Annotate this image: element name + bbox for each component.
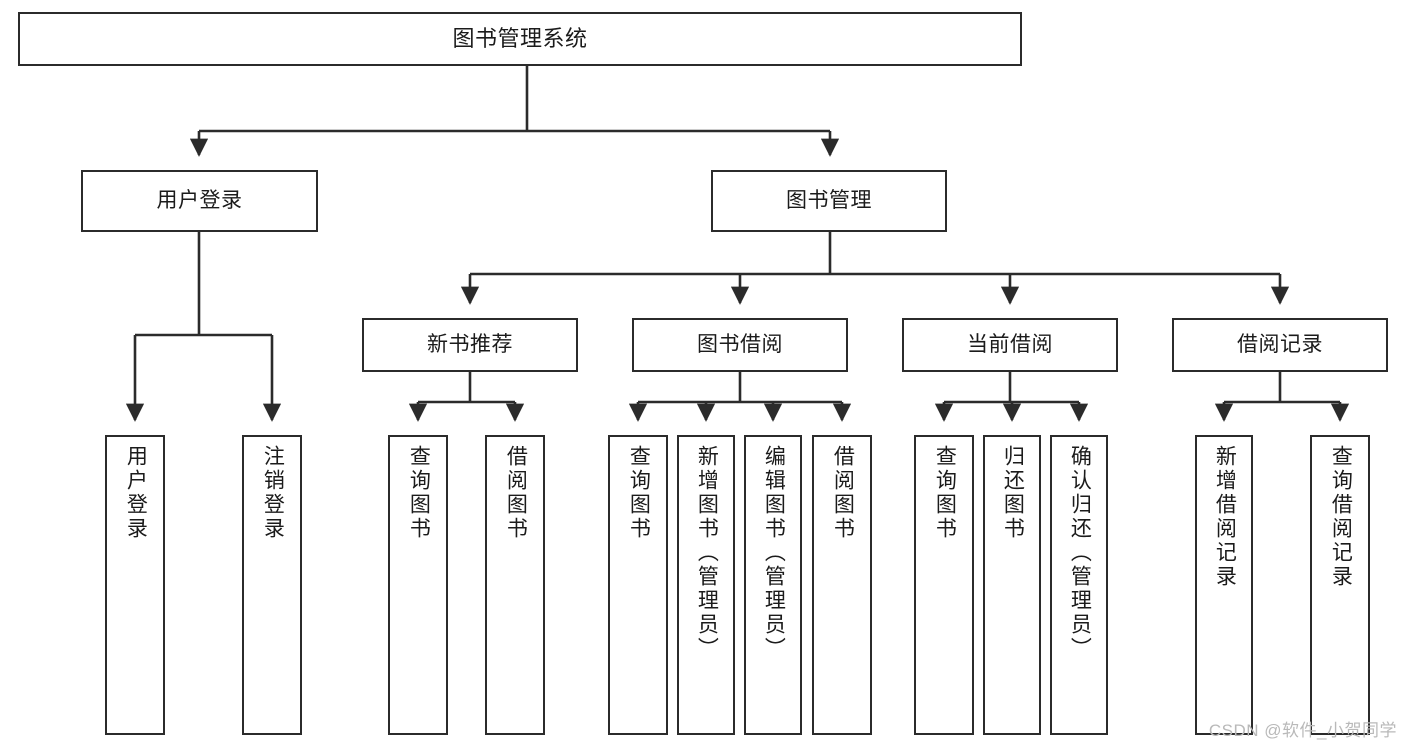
node-leaf-query-book-3[interactable]: 查询图书 bbox=[914, 435, 974, 735]
node-current-borrow[interactable]: 当前借阅 bbox=[902, 318, 1118, 372]
node-root[interactable]: 图书管理系统 bbox=[18, 12, 1022, 66]
node-leaf-borrow-book-2[interactable]: 借阅图书 bbox=[812, 435, 872, 735]
node-leaf-add-borrow-record[interactable]: 新增借阅记录 bbox=[1195, 435, 1253, 735]
node-leaf-add-book[interactable]: 新增图书（管理员） bbox=[677, 435, 735, 735]
node-borrow-record-label: 借阅记录 bbox=[1237, 332, 1323, 356]
node-leaf-borrow-book-1[interactable]: 借阅图书 bbox=[485, 435, 545, 735]
node-borrow-record[interactable]: 借阅记录 bbox=[1172, 318, 1388, 372]
node-leaf-borrow-book-2-label: 借阅图书 bbox=[831, 445, 855, 541]
node-leaf-confirm-return[interactable]: 确认归还（管理员） bbox=[1050, 435, 1108, 735]
node-leaf-query-book-3-label: 查询图书 bbox=[933, 445, 957, 541]
node-leaf-add-borrow-record-label: 新增借阅记录 bbox=[1213, 445, 1237, 589]
node-book-borrow[interactable]: 图书借阅 bbox=[632, 318, 848, 372]
node-leaf-return-book[interactable]: 归还图书 bbox=[983, 435, 1041, 735]
node-user-login[interactable]: 用户登录 bbox=[81, 170, 318, 232]
node-leaf-query-book-1[interactable]: 查询图书 bbox=[388, 435, 448, 735]
node-leaf-query-book-1-label: 查询图书 bbox=[407, 445, 431, 541]
node-leaf-user-logout-label: 注销登录 bbox=[261, 445, 285, 541]
node-leaf-user-logout[interactable]: 注销登录 bbox=[242, 435, 302, 735]
node-leaf-query-book-2-label: 查询图书 bbox=[627, 445, 651, 541]
node-leaf-user-login[interactable]: 用户登录 bbox=[105, 435, 165, 735]
node-root-label: 图书管理系统 bbox=[452, 26, 588, 52]
node-new-book-recommend-label: 新书推荐 bbox=[427, 332, 513, 356]
node-leaf-query-borrow-record[interactable]: 查询借阅记录 bbox=[1310, 435, 1370, 735]
node-book-management-label: 图书管理 bbox=[786, 188, 872, 212]
node-book-borrow-label: 图书借阅 bbox=[697, 332, 783, 356]
node-current-borrow-label: 当前借阅 bbox=[967, 332, 1053, 356]
node-leaf-return-book-label: 归还图书 bbox=[1001, 445, 1025, 541]
node-new-book-recommend[interactable]: 新书推荐 bbox=[362, 318, 578, 372]
node-leaf-confirm-return-label: 确认归还（管理员） bbox=[1068, 445, 1092, 661]
node-leaf-edit-book[interactable]: 编辑图书（管理员） bbox=[744, 435, 802, 735]
node-book-management[interactable]: 图书管理 bbox=[711, 170, 947, 232]
node-leaf-query-borrow-record-label: 查询借阅记录 bbox=[1329, 445, 1353, 589]
node-leaf-user-login-label: 用户登录 bbox=[124, 445, 148, 541]
node-leaf-add-book-label: 新增图书（管理员） bbox=[695, 445, 719, 661]
node-leaf-edit-book-label: 编辑图书（管理员） bbox=[762, 445, 786, 661]
node-leaf-query-book-2[interactable]: 查询图书 bbox=[608, 435, 668, 735]
node-leaf-borrow-book-1-label: 借阅图书 bbox=[504, 445, 528, 541]
node-user-login-label: 用户登录 bbox=[156, 188, 243, 212]
